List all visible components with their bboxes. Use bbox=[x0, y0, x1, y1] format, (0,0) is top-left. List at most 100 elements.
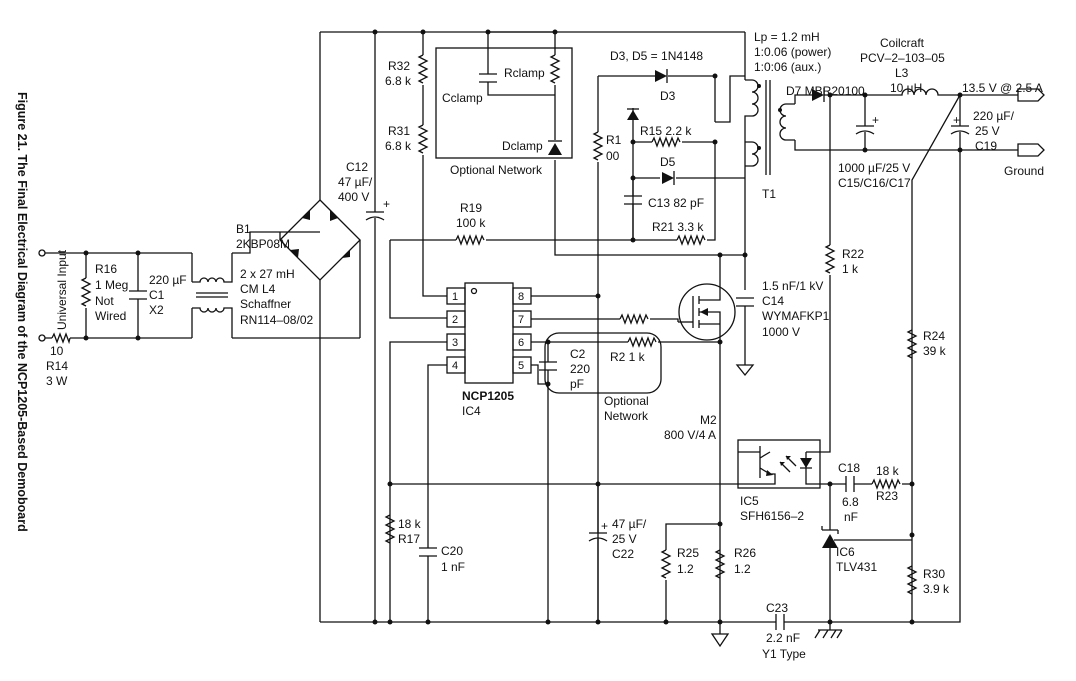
l3-maker: Coilcraft bbox=[880, 36, 925, 50]
input-section: Universal Input 10 R14 3 W R16 1 Meg Not… bbox=[38, 231, 360, 388]
r22-value: 1 k bbox=[842, 262, 859, 276]
c14-value: 1.5 nF/1 kV bbox=[762, 279, 823, 293]
c22-rating: 25 V bbox=[612, 532, 637, 546]
r23-value: 18 k bbox=[876, 464, 900, 478]
output-voltage: 13.5 V @ 2.5 A bbox=[962, 81, 1043, 95]
r24-value: 39 k bbox=[923, 344, 947, 358]
r2-label: R2 1 k bbox=[610, 350, 646, 364]
c1-type: X2 bbox=[149, 303, 164, 317]
ic4-pin-1: 1 bbox=[452, 291, 458, 303]
t1-lp: Lp = 1.2 mH bbox=[754, 30, 820, 44]
c12-capacitor: + C12 47 µF/ 400 V bbox=[338, 29, 390, 622]
aux-network: D3, D5 = 1N4148 D3 R1 00 R15 2.2 k D5 C1… bbox=[592, 49, 745, 622]
r19-resistor: R19 100 k bbox=[389, 201, 633, 319]
opt2-caption-1: Optional bbox=[604, 394, 649, 408]
d3d5-label: D3, D5 = 1N4148 bbox=[610, 49, 703, 63]
c22-polarity: + bbox=[601, 519, 608, 533]
ic4-pin-8: 8 bbox=[518, 291, 524, 303]
mosfet-m2: 1.5 nF/1 kV C14 WYMAFKP1 1000 V M2 800 V… bbox=[664, 252, 830, 622]
ic6-part: TLV431 bbox=[836, 560, 877, 574]
c2-value-1: 220 bbox=[570, 362, 590, 376]
l4-maker: Schaffner bbox=[240, 297, 291, 311]
c15-value: 1000 µF/25 V bbox=[838, 161, 910, 175]
c18-unit: nF bbox=[844, 510, 858, 524]
r14-ref: R14 bbox=[46, 359, 68, 373]
r31-value: 6.8 k bbox=[385, 139, 412, 153]
ic4-pin-4: 4 bbox=[452, 360, 458, 372]
m2-rating: 800 V/4 A bbox=[664, 428, 716, 442]
r21-label: R21 3.3 k bbox=[652, 220, 704, 234]
ic4-pin-3: 3 bbox=[452, 337, 458, 349]
l4-value: 2 x 27 mH bbox=[240, 267, 295, 281]
ic5-ref: IC5 bbox=[740, 494, 759, 508]
r19-ref: R19 bbox=[460, 201, 482, 215]
ic4-ref: IC4 bbox=[462, 404, 481, 418]
optional-network-2: C2 220 pF R2 1 k Optional Network bbox=[539, 332, 662, 622]
r14-resistor bbox=[51, 332, 71, 345]
r1-ref: R1 bbox=[606, 133, 622, 147]
r17-c20: 18 k R17 C20 1 nF bbox=[384, 481, 738, 622]
c19-polarity: + bbox=[953, 113, 960, 127]
r25-value: 1.2 bbox=[677, 562, 694, 576]
l4-part: RN114–08/02 bbox=[240, 313, 313, 327]
c23-ref: C23 bbox=[766, 601, 788, 615]
ic4-pin-7: 7 bbox=[518, 314, 524, 326]
r26-value: 1.2 bbox=[734, 562, 751, 576]
r31-ref: R31 bbox=[388, 124, 410, 138]
c15-polarity: + bbox=[872, 113, 879, 127]
t1-ref: T1 bbox=[762, 187, 776, 201]
c18-ref: C18 bbox=[838, 461, 860, 475]
clamp-network: Rclamp Cclamp Dclamp Optional Network bbox=[435, 29, 745, 256]
r30-ref: R30 bbox=[923, 567, 945, 581]
t1-ratio-power: 1:0.06 (power) bbox=[754, 45, 831, 59]
t1-ratio-aux: 1:0:06 (aux.) bbox=[754, 60, 821, 74]
c22-ref: C22 bbox=[612, 547, 634, 561]
d3-ref: D3 bbox=[660, 89, 676, 103]
c2-ref: C2 bbox=[570, 347, 586, 361]
c23-value: 2.2 nF bbox=[766, 631, 800, 645]
figure-caption: Figure 21. The Final Electrical Diagram … bbox=[15, 92, 29, 532]
c20-value: 1 nF bbox=[441, 560, 465, 574]
r19-value: 100 k bbox=[456, 216, 486, 230]
clamp-caption: Optional Network bbox=[450, 163, 543, 177]
d7-label: D7 MBR20100 bbox=[786, 84, 865, 98]
r16-value: 1 Meg bbox=[95, 278, 128, 292]
r16-resistor bbox=[80, 277, 92, 307]
c19-ref: C19 bbox=[975, 139, 997, 153]
c20-ref: C20 bbox=[441, 544, 463, 558]
c15-ref: C15/C16/C17 bbox=[838, 176, 911, 190]
bridge-b1: B1 2KBP08M bbox=[236, 32, 361, 338]
r32-ref: R32 bbox=[388, 59, 410, 73]
r17-ref: R17 bbox=[398, 532, 420, 546]
b1-ref: B1 bbox=[236, 222, 251, 236]
r22-ref: R22 bbox=[842, 247, 864, 261]
ic4-pin-5: 5 bbox=[518, 360, 524, 372]
c22-r25-r26: + 47 µF/ 25 V C22 R25 1.2 R26 1.2 bbox=[588, 484, 756, 622]
c19-value: 220 µF/ bbox=[973, 109, 1015, 123]
dclamp-label: Dclamp bbox=[502, 139, 543, 153]
ic6-ref: IC6 bbox=[836, 545, 855, 559]
ic4-pin-2: 2 bbox=[452, 314, 458, 326]
r24-ref: R24 bbox=[923, 329, 945, 343]
c12-polarity: + bbox=[383, 197, 390, 211]
c19-rating: 25 V bbox=[975, 124, 1000, 138]
r1-value: 00 bbox=[606, 149, 620, 163]
l3-ref: L3 bbox=[895, 66, 909, 80]
c1-ref: C1 bbox=[149, 288, 165, 302]
d5-ref: D5 bbox=[660, 155, 676, 169]
l4-choke bbox=[192, 253, 233, 338]
c12-value: 47 µF/ bbox=[338, 175, 373, 189]
ic4-name: NCP1205 bbox=[462, 389, 514, 403]
l3-part: PCV–2–103–05 bbox=[860, 51, 945, 65]
ic5-part: SFH6156–2 bbox=[740, 509, 804, 523]
r26-ref: R26 bbox=[734, 546, 756, 560]
output-ground: Ground bbox=[1004, 164, 1044, 178]
c14-rating: 1000 V bbox=[762, 325, 800, 339]
transformer-t1: Lp = 1.2 mH 1:0.06 (power) 1:0:06 (aux.)… bbox=[744, 30, 1018, 255]
c22-value: 47 µF/ bbox=[612, 517, 647, 531]
r16-note-2: Wired bbox=[95, 309, 126, 323]
c12-rating: 400 V bbox=[338, 190, 369, 204]
r23-ref: R23 bbox=[876, 489, 898, 503]
r14-rating: 3 W bbox=[46, 374, 68, 388]
